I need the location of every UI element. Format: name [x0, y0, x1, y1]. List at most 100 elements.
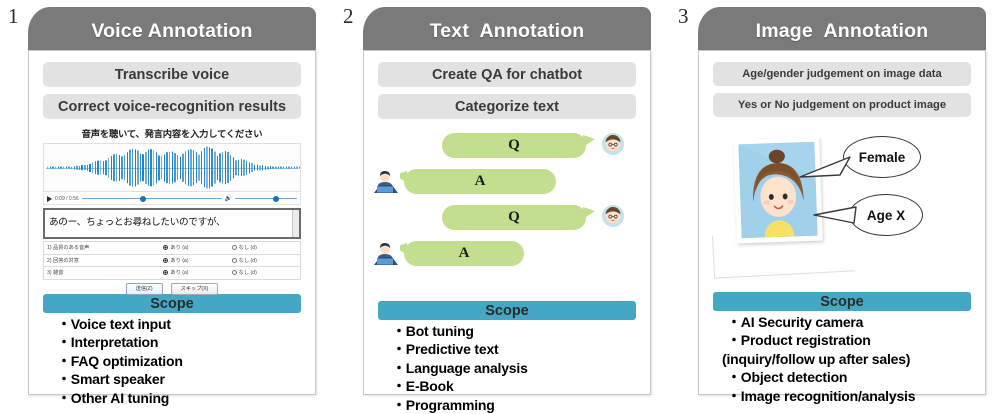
panel-number-2: 2 [343, 4, 354, 28]
voice-quality-form: 1) 品質のある音声 あり (a) なし (d) 2) 回答の対意 あり (a)… [43, 241, 301, 280]
panel-body-2: Create QA for chatbot Categorize text Q [363, 50, 651, 413]
yes-no-judgement-button[interactable]: Yes or No judgement on product image [713, 93, 971, 117]
panel-1-buttons: Transcribe voice Correct voice-recogniti… [29, 51, 315, 119]
scope-title: Scope [820, 293, 864, 310]
chat-bubble-answer: A [395, 169, 556, 194]
scope-list-3: ・AI Security camera ・Product registratio… [699, 313, 985, 405]
customer-avatar [602, 205, 624, 227]
scope-list-2: ・Bot tuning ・Predictive text ・Language a… [364, 322, 650, 414]
chat-bubble-question: Q [442, 205, 595, 230]
play-icon[interactable] [47, 195, 52, 202]
form-row-option-no[interactable]: なし (d) [231, 269, 300, 277]
scope-item: ・Predictive text [392, 341, 499, 358]
form-row-option-yes[interactable]: あり (a) [163, 244, 231, 251]
scope-item: ・Bot tuning [392, 323, 474, 339]
option-label: なし (d) [238, 270, 257, 277]
chat-row: A [364, 241, 650, 277]
chat-row: A [364, 169, 650, 205]
panel-body-1: Transcribe voice Correct voice-recogniti… [28, 50, 316, 406]
option-label: なし (d) [238, 245, 257, 252]
panel-header-2: Text Annotation [363, 7, 651, 56]
voice-demo-caption: 音声を聴いて、発言内容を入力してください [81, 129, 263, 139]
radio-icon[interactable] [231, 245, 237, 251]
photo-frame [733, 136, 823, 244]
correct-voice-recognition-button[interactable]: Correct voice-recognition results [43, 94, 301, 119]
panel-image-annotation: 3 Image Annotation Age/gender judgement … [670, 0, 1005, 404]
radio-icon[interactable] [231, 270, 237, 276]
chat-transcript-illustration: Q A [364, 126, 650, 295]
form-action-buttons: 送信(Z) スキップ(X) [29, 282, 315, 295]
scope-item: ・Object detection [727, 369, 848, 386]
audio-player-controls[interactable]: 0:09 / 0:56 🔊 [43, 193, 301, 205]
agent-avatar [370, 169, 400, 196]
customer-avatar [602, 133, 624, 155]
radio-icon[interactable] [163, 257, 169, 263]
scope-item: ・Other AI tuning [57, 389, 170, 406]
portrait-photo [738, 141, 818, 239]
panel-3-buttons: Age/gender judgement on image data Yes o… [699, 51, 985, 117]
create-qa-for-chatbot-button[interactable]: Create QA for chatbot [378, 62, 636, 87]
transcript-textarea[interactable]: あのー、ちょっとお尋ねしたいのですが、 [43, 208, 301, 239]
volume-knob[interactable] [273, 195, 280, 202]
callout-female: Female [799, 136, 921, 178]
waveform-bars [44, 144, 300, 191]
form-row-label: 3) 雑音 [47, 270, 64, 277]
form-row-option-no[interactable]: なし (d) [231, 257, 300, 264]
scope-item: ・Image recognition/analysis [727, 387, 916, 404]
scope-item: ・Language analysis [392, 359, 528, 376]
seek-knob[interactable] [140, 195, 147, 202]
panel-title-1: Voice Annotation [91, 20, 253, 42]
form-row-option-no[interactable]: なし (d) [231, 244, 300, 252]
categorize-text-button[interactable]: Categorize text [378, 94, 636, 119]
form-row-option-yes[interactable]: あり (a) [163, 269, 231, 276]
form-row-label: 1) 品質のある音声 [47, 245, 90, 252]
scope-item: (inquiry/follow up after sales) [722, 350, 911, 367]
form-row-option-yes[interactable]: あり (a) [163, 257, 231, 264]
seek-slider[interactable] [81, 195, 222, 203]
age-gender-judgement-button[interactable]: Age/gender judgement on image data [713, 62, 971, 86]
speaker-icon[interactable]: 🔊 [224, 196, 232, 202]
submit-button[interactable]: 送信(Z) [125, 282, 163, 295]
seek-track [81, 197, 222, 200]
scope-item: ・Product registration [727, 332, 871, 349]
option-label: あり (a) [170, 245, 189, 252]
scope-item: ・Interpretation [57, 334, 159, 351]
volume-slider[interactable] [235, 195, 297, 203]
panel-body-3: Age/gender judgement on image data Yes o… [698, 50, 986, 404]
radio-icon[interactable] [231, 257, 237, 263]
radio-icon[interactable] [163, 245, 169, 251]
form-row: 3) 雑音 あり (a) なし (d) [44, 267, 300, 280]
audio-waveform [43, 143, 301, 192]
panel-title-3: Image Annotation [755, 20, 929, 42]
radio-icon[interactable] [163, 270, 169, 276]
voice-annotation-demo: 音声を聴いて、発言内容を入力してください 0:09 / 0:56 🔊 [29, 126, 315, 295]
chat-row: Q [364, 205, 650, 241]
panel-header-3: Image Annotation [698, 7, 986, 56]
scope-item: ・E-Book [392, 378, 454, 395]
scope-title: Scope [485, 302, 529, 319]
scope-item: ・FAQ optimization [57, 352, 183, 369]
form-row-label: 2) 回答の対意 [47, 257, 79, 264]
callout-age: Age X [813, 194, 923, 236]
option-label: あり (a) [170, 270, 189, 277]
image-annotation-illustration: Female Age X [699, 124, 985, 286]
transcribe-voice-button[interactable]: Transcribe voice [43, 62, 301, 87]
panel-text-annotation: 2 Text Annotation Create QA for chatbot … [335, 0, 670, 413]
chat-row: Q [364, 133, 650, 169]
skip-button[interactable]: スキップ(X) [170, 282, 219, 295]
panel-number-3: 3 [678, 4, 689, 28]
textarea-scrollbar[interactable] [292, 210, 299, 237]
scope-list-1: ・Voice text input ・Interpretation ・FAQ o… [29, 315, 315, 407]
scope-item: ・AI Security camera [727, 314, 864, 330]
panel-title-2: Text Annotation [429, 20, 585, 42]
scope-item: ・Voice text input [57, 316, 171, 332]
panel-voice-annotation: 1 Voice Annotation Transcribe voice Corr… [0, 0, 335, 406]
scope-header-1: Scope [43, 294, 301, 313]
callout-label: Female [858, 149, 906, 165]
panel-number-1: 1 [8, 4, 19, 28]
panel-2-buttons: Create QA for chatbot Categorize text [364, 51, 650, 119]
transcript-text: あのー、ちょっとお尋ねしたいのですが、 [49, 217, 226, 228]
option-label: なし (d) [238, 257, 257, 264]
agent-avatar [370, 241, 400, 268]
